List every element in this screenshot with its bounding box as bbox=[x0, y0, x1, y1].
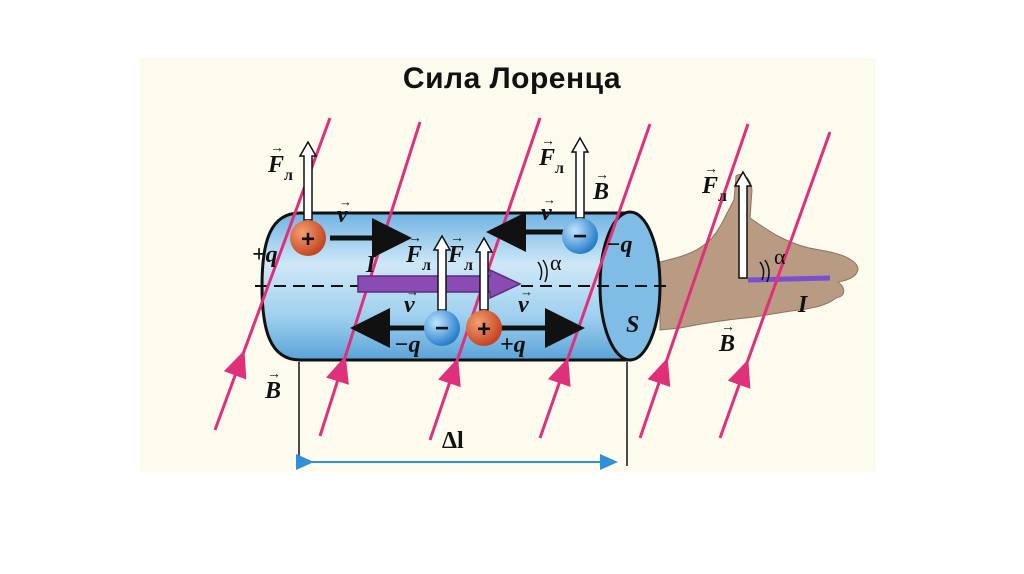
label-angle: α bbox=[550, 250, 562, 275]
field-direction-arrow bbox=[223, 350, 247, 380]
label-velocity-2: v→ bbox=[541, 192, 556, 226]
svg-text:→: → bbox=[267, 367, 281, 382]
force-arrow bbox=[474, 236, 494, 311]
svg-text:v: v bbox=[541, 200, 552, 226]
svg-text:v: v bbox=[518, 292, 529, 318]
label-neg-charge-top: −q bbox=[606, 232, 633, 258]
svg-text:F: F bbox=[447, 242, 464, 268]
svg-text:→: → bbox=[408, 231, 422, 246]
svg-text:→: → bbox=[541, 134, 555, 149]
svg-text:−: − bbox=[573, 223, 587, 250]
svg-text:−: − bbox=[435, 315, 449, 342]
svg-text:v: v bbox=[404, 292, 415, 318]
svg-text:F: F bbox=[267, 152, 284, 178]
label-current-hand: I bbox=[797, 292, 809, 318]
svg-text:B: B bbox=[718, 331, 735, 357]
field-direction-arrow bbox=[727, 359, 751, 389]
svg-text:л: л bbox=[555, 160, 564, 177]
svg-text:B: B bbox=[592, 179, 609, 205]
svg-text:→: → bbox=[704, 162, 718, 177]
svg-text:B: B bbox=[264, 378, 281, 404]
svg-text:F: F bbox=[405, 242, 422, 268]
label-neg-charge-bottom: −q bbox=[394, 332, 421, 358]
svg-text:+: + bbox=[301, 226, 315, 253]
label-velocity-1: v→ bbox=[337, 194, 352, 228]
field-direction-arrow bbox=[547, 357, 571, 388]
label-pos-charge-bottom: +q bbox=[500, 332, 526, 358]
svg-text:→: → bbox=[520, 284, 533, 299]
label-angle-hand: α bbox=[774, 244, 786, 269]
angle-arc bbox=[537, 259, 548, 283]
lorentz-force-arrows bbox=[298, 136, 753, 311]
figure-title: Сила Лоренца bbox=[402, 62, 622, 95]
svg-text:+: + bbox=[477, 316, 491, 343]
negative-charge-top: − bbox=[562, 218, 598, 254]
force-arrow bbox=[733, 170, 753, 279]
svg-text:→: → bbox=[721, 320, 735, 335]
angle-arc-hand bbox=[759, 259, 770, 283]
label-field-hand: B→ bbox=[718, 320, 735, 357]
svg-text:л: л bbox=[284, 167, 293, 184]
svg-text:л: л bbox=[718, 188, 727, 205]
label-velocity-3: v→ bbox=[404, 284, 419, 318]
svg-text:→: → bbox=[450, 231, 464, 246]
svg-text:v: v bbox=[337, 202, 348, 228]
field-direction-arrow bbox=[437, 357, 461, 388]
label-field-top: B→ bbox=[592, 168, 609, 205]
svg-text:F: F bbox=[538, 145, 555, 171]
positive-charge-top: + bbox=[290, 220, 326, 256]
field-direction-arrow bbox=[647, 357, 671, 388]
field-direction-arrow bbox=[326, 355, 349, 385]
label-field-left: B→ bbox=[264, 367, 281, 404]
label-length: Δl bbox=[442, 428, 464, 454]
hand-current-arrow bbox=[747, 275, 831, 283]
svg-text:л: л bbox=[422, 257, 431, 274]
label-area: S bbox=[626, 312, 639, 338]
svg-text:→: → bbox=[406, 284, 419, 299]
label-pos-charge-top: +q bbox=[252, 242, 278, 268]
negative-charge-bottom: − bbox=[424, 310, 460, 346]
svg-text:→: → bbox=[595, 168, 609, 183]
label-velocity-4: v→ bbox=[518, 284, 533, 318]
svg-text:F: F bbox=[701, 173, 718, 199]
right-hand-illustration bbox=[659, 174, 859, 331]
svg-text:→: → bbox=[543, 192, 556, 207]
label-current: I bbox=[365, 252, 377, 278]
force-arrow bbox=[570, 136, 590, 219]
force-arrow bbox=[298, 140, 318, 221]
svg-text:→: → bbox=[270, 141, 284, 156]
force-arrow bbox=[432, 234, 452, 311]
svg-text:→: → bbox=[339, 194, 352, 209]
positive-charge-bottom: + bbox=[466, 310, 502, 346]
svg-text:л: л bbox=[464, 257, 473, 274]
